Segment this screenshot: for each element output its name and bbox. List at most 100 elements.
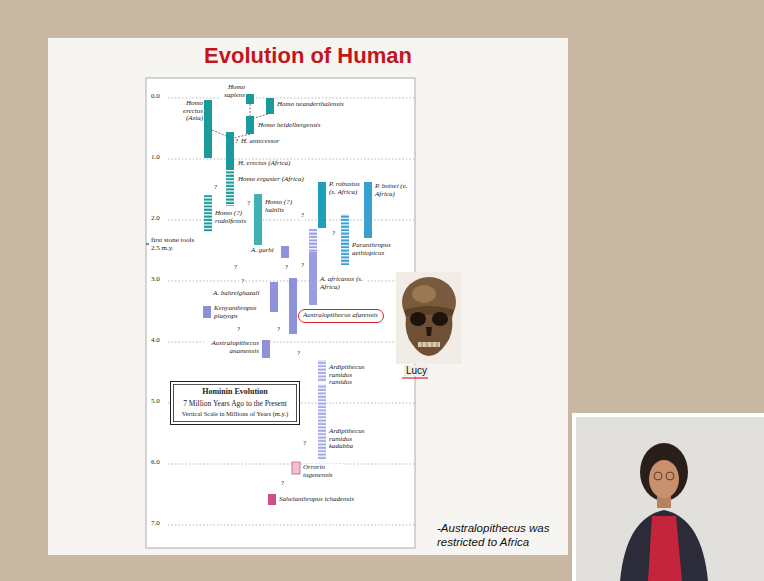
axis-value: 0.0	[150, 93, 161, 101]
species-bar	[341, 214, 349, 265]
species-bar	[254, 194, 262, 245]
species-label: Homo (?) habilis	[264, 199, 298, 214]
lineage-dash	[212, 130, 226, 136]
bar-stripes	[341, 214, 349, 265]
legend-box: Hominin Evolution7 Million Years Ago to …	[170, 381, 300, 425]
bar-stripes	[318, 384, 326, 460]
species-label: P. robustus (s. Africa)	[328, 181, 362, 196]
axis-value: 1.0	[150, 154, 161, 162]
species-label: Paranthropus aethiopicus	[351, 242, 403, 257]
video-border	[572, 413, 764, 581]
question-mark: ?	[280, 480, 285, 488]
species-label: Homo sapiens	[219, 84, 246, 99]
presenter-jacket	[620, 510, 708, 581]
axis-value: 3.0	[150, 276, 161, 284]
axis-value: 5.0	[150, 398, 161, 406]
skull-photo	[396, 272, 462, 364]
question-mark: ?	[240, 278, 245, 286]
highlight-box: Australopithecus afarensis	[298, 309, 384, 323]
eye-socket	[432, 312, 448, 326]
species-bar	[309, 228, 317, 305]
species-label: Homo (?) rudolfensis	[214, 210, 254, 225]
species-bar	[270, 282, 278, 312]
presenter-top	[648, 516, 682, 581]
tooth-gap	[427, 342, 428, 347]
question-mark: ?	[236, 326, 241, 334]
axis-tick	[146, 244, 149, 245]
nasal-opening	[426, 327, 432, 336]
question-mark: ?	[300, 262, 305, 270]
photo-caption: Lucy	[404, 365, 429, 376]
photo-ground	[396, 272, 462, 364]
axis-value: 2.0	[150, 215, 161, 223]
species-bar	[318, 182, 326, 228]
node-text: Australopithecus afarensis	[303, 312, 379, 320]
presenter-glasses	[654, 472, 662, 480]
question-mark: ?	[246, 200, 251, 208]
species-label: A. africanus (s. Africa)	[319, 276, 367, 291]
question-mark: ?	[300, 212, 305, 220]
species-label: Homo heidelbergensis	[257, 122, 322, 130]
species-bar	[289, 278, 297, 334]
species-bar	[262, 340, 270, 358]
grid-line	[168, 98, 414, 99]
species-label: Sahelanthropus tchadensis	[278, 496, 355, 504]
bullet-note: -Australopithecus was restricted to Afri…	[437, 521, 571, 550]
bar-stripes	[226, 170, 234, 206]
species-bar	[318, 360, 326, 382]
lineage-dash	[254, 114, 268, 118]
species-bar	[204, 195, 212, 232]
species-bar	[318, 384, 326, 460]
tool-note: first stone tools 2.5 m.y.	[150, 237, 200, 252]
species-label: Orrorin tugenensis	[302, 464, 344, 479]
species-bar	[364, 182, 372, 238]
bar-stripes	[309, 228, 317, 252]
lineage-dash	[250, 104, 251, 116]
species-label: H. antecessor	[240, 138, 281, 146]
axis-value: 4.0	[150, 337, 161, 345]
slide-title: Evolution of Human	[48, 44, 568, 68]
eye-socket	[410, 312, 426, 326]
bar-stripes	[204, 195, 212, 232]
species-bar	[204, 100, 212, 158]
species-bar	[203, 306, 211, 318]
grid-lines	[168, 98, 414, 525]
video-ground	[576, 417, 764, 581]
question-mark: ?	[331, 230, 336, 238]
species-label: Homo neanderthalensis	[276, 101, 345, 109]
species-bar	[246, 94, 254, 104]
species-label: Ardipithecus ramidus kadabba	[328, 428, 376, 451]
question-mark: ?	[234, 138, 239, 146]
node-text: Hominin Evolution	[181, 388, 289, 397]
species-bar	[266, 98, 274, 114]
grid-line	[168, 464, 414, 465]
slide-panel	[48, 38, 568, 555]
species-label: Homo ergaster (Africa)	[237, 176, 305, 184]
bar-stripes	[318, 360, 326, 382]
species-label: Homo erectus (Asia)	[175, 100, 204, 123]
question-mark: ?	[284, 264, 289, 272]
question-mark: ?	[213, 184, 218, 192]
tooth-gap	[422, 342, 423, 347]
species-bar	[281, 246, 289, 258]
presenter-hair	[640, 443, 688, 501]
lineage-dashes	[212, 104, 268, 138]
species-label: P. boisei (e. Africa)	[374, 183, 410, 198]
species-label: H. erectus (Africa)	[237, 160, 291, 168]
chart-frame	[146, 78, 415, 548]
tooth-gap	[432, 342, 433, 347]
species-bar	[292, 462, 300, 474]
teeth-row	[418, 342, 440, 347]
species-label: Ardipithecus ramidus ramidus	[328, 364, 376, 387]
presenter-glasses	[666, 472, 674, 480]
species-label: Australopithecus anamensis	[204, 340, 260, 355]
species-label: A. garhi	[250, 247, 275, 255]
species-label: A. bahrelghazali	[212, 290, 260, 298]
axis-value: 7.0	[150, 520, 161, 528]
species-label: Kenyanthropus platyops	[213, 305, 265, 320]
skull-highlight	[412, 285, 436, 303]
question-mark: ?	[302, 440, 307, 448]
